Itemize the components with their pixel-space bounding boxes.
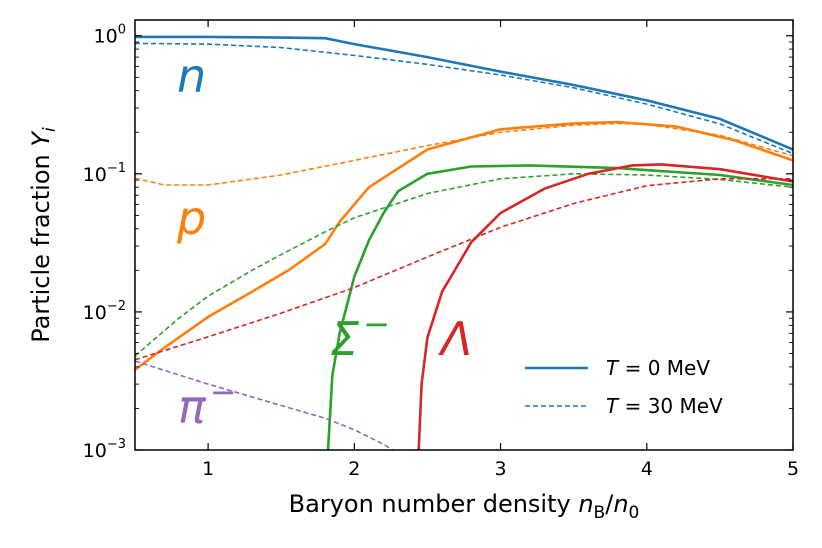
series-line-5 [135,173,793,357]
ticks-layer: 1 2 3 4 5 10−3 10−2 10−1 100 [83,20,799,480]
y-axis-label: Particle fraction Yi [27,127,60,343]
species-label-lambda: Λ [438,312,472,366]
x-tick-label: 3 [495,458,507,480]
species-label-p: p [176,191,206,245]
species-label-pion: π− [178,373,237,434]
series-line-1 [135,42,793,155]
series-line-3 [135,122,793,186]
x-tick-label: 4 [641,458,653,480]
legend: T = 0 MeV T = 30 MeV [525,356,723,418]
series-layer [135,35,793,450]
species-label-sigma: Σ− [330,305,390,366]
legend-entry-t30: T = 30 MeV [606,394,723,418]
legend-entry-t0: T = 0 MeV [606,356,710,380]
plot-frame [134,19,794,451]
series-line-0 [135,35,793,151]
series-line-2 [135,120,793,371]
series-line-6 [417,163,793,450]
x-tick-label: 5 [787,458,799,480]
x-tick-label: 1 [202,458,214,480]
species-label-n: n [177,49,206,103]
x-axis-label: Baryon number density nB/n0 [289,490,640,523]
series-line-7 [135,178,793,361]
y-tick-label: 10−3 [83,437,126,462]
y-tick-label: 10−2 [83,299,126,324]
y-tick-label: 100 [94,23,126,48]
y-tick-label: 10−1 [83,161,126,186]
series-line-8 [135,360,395,450]
x-tick-label: 2 [348,458,360,480]
